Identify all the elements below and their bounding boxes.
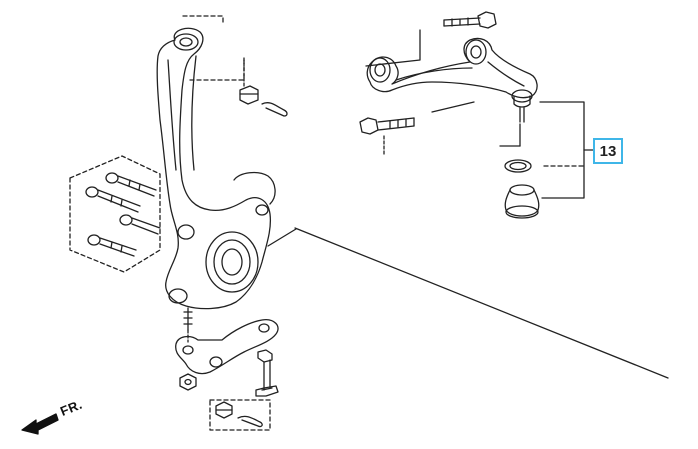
callout-13[interactable]: 13 bbox=[593, 138, 623, 164]
upper-cotter-pin bbox=[261, 102, 288, 117]
callout-bracket bbox=[499, 101, 595, 199]
lower-cotter-pin bbox=[237, 415, 263, 428]
lower-nut-left bbox=[179, 373, 197, 391]
snap-ring bbox=[504, 159, 532, 173]
upper-control-arm bbox=[366, 37, 538, 123]
lower-dashed-box bbox=[209, 399, 271, 431]
upper-nut bbox=[239, 85, 259, 105]
leader-line-long bbox=[294, 227, 669, 379]
steering-knuckle bbox=[156, 27, 276, 331]
bolt-2 bbox=[85, 186, 141, 213]
lower-bolt bbox=[255, 349, 279, 397]
front-arrow-icon bbox=[21, 413, 59, 435]
bolt-1 bbox=[105, 172, 157, 197]
leader-line-knuckle bbox=[267, 228, 297, 247]
dashed-bracket-top bbox=[182, 15, 245, 81]
bolt-4 bbox=[87, 234, 137, 257]
bolt-group bbox=[85, 172, 161, 257]
upper-bolt-long bbox=[443, 11, 497, 29]
arm-mount-bolt bbox=[359, 117, 415, 135]
dust-boot bbox=[504, 184, 540, 219]
lower-nut bbox=[215, 401, 233, 419]
upper-bolt-leader bbox=[365, 29, 421, 67]
bolt-group-dashed-box bbox=[69, 155, 161, 273]
lower-bracket bbox=[175, 319, 279, 375]
bolt-3 bbox=[119, 214, 161, 235]
